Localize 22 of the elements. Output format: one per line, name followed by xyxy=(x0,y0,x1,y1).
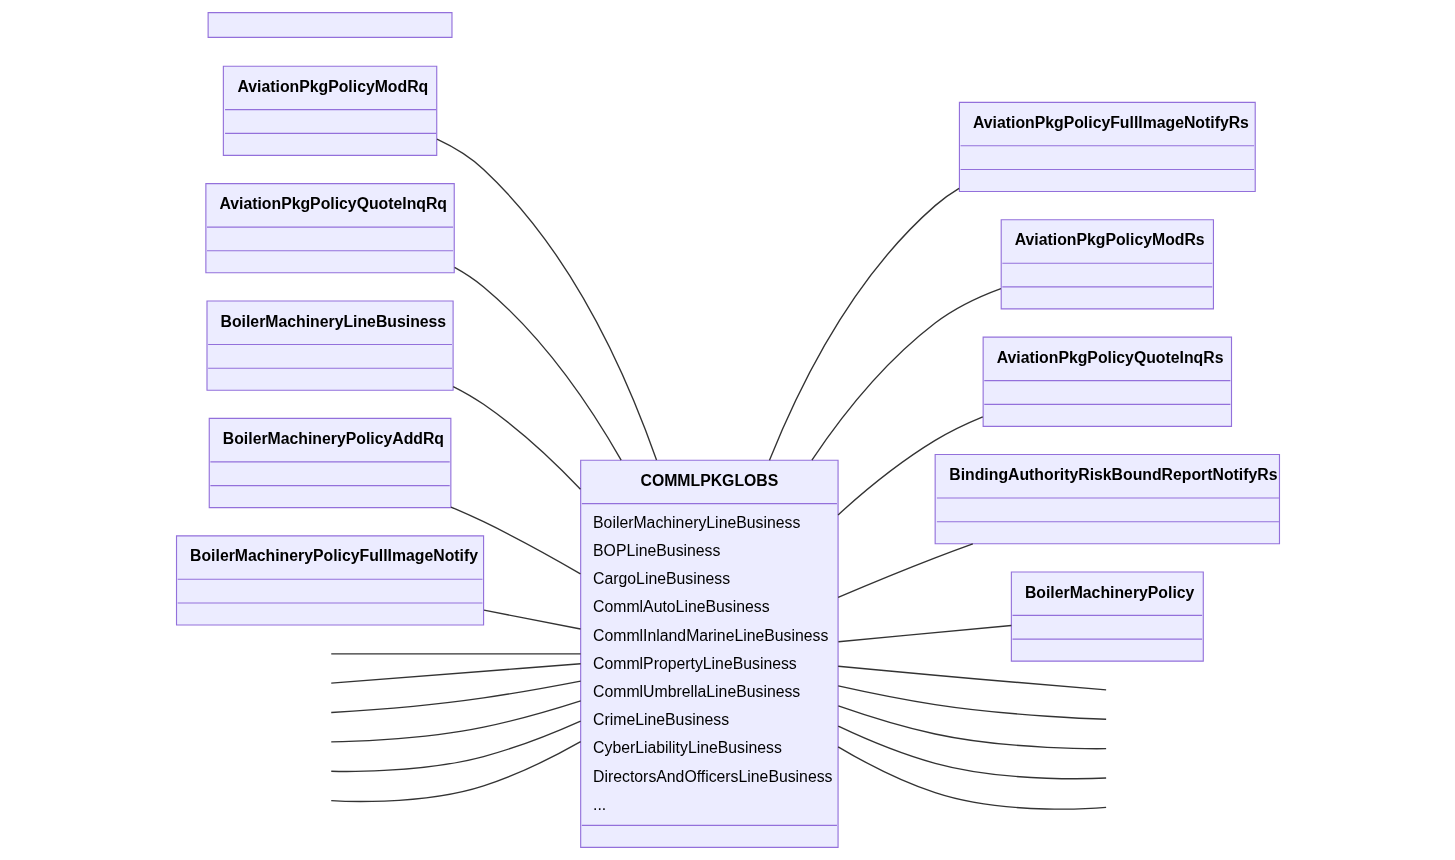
connector xyxy=(810,287,1002,461)
connector xyxy=(449,506,581,575)
connector xyxy=(837,725,1107,780)
connector xyxy=(768,187,960,461)
connector xyxy=(330,700,581,743)
connector xyxy=(836,416,983,516)
connector xyxy=(836,543,973,599)
connector xyxy=(837,665,1107,691)
node-box xyxy=(207,12,453,38)
connector xyxy=(330,740,581,803)
connector xyxy=(837,624,1012,643)
connector xyxy=(330,680,581,714)
connector xyxy=(330,663,581,684)
connector xyxy=(836,746,1107,810)
connector xyxy=(837,685,1107,720)
connector xyxy=(453,266,622,461)
connector xyxy=(482,609,581,630)
connector xyxy=(330,653,581,655)
connector xyxy=(435,138,657,461)
connector xyxy=(330,720,581,773)
connector xyxy=(837,705,1107,750)
connector xyxy=(452,385,581,490)
